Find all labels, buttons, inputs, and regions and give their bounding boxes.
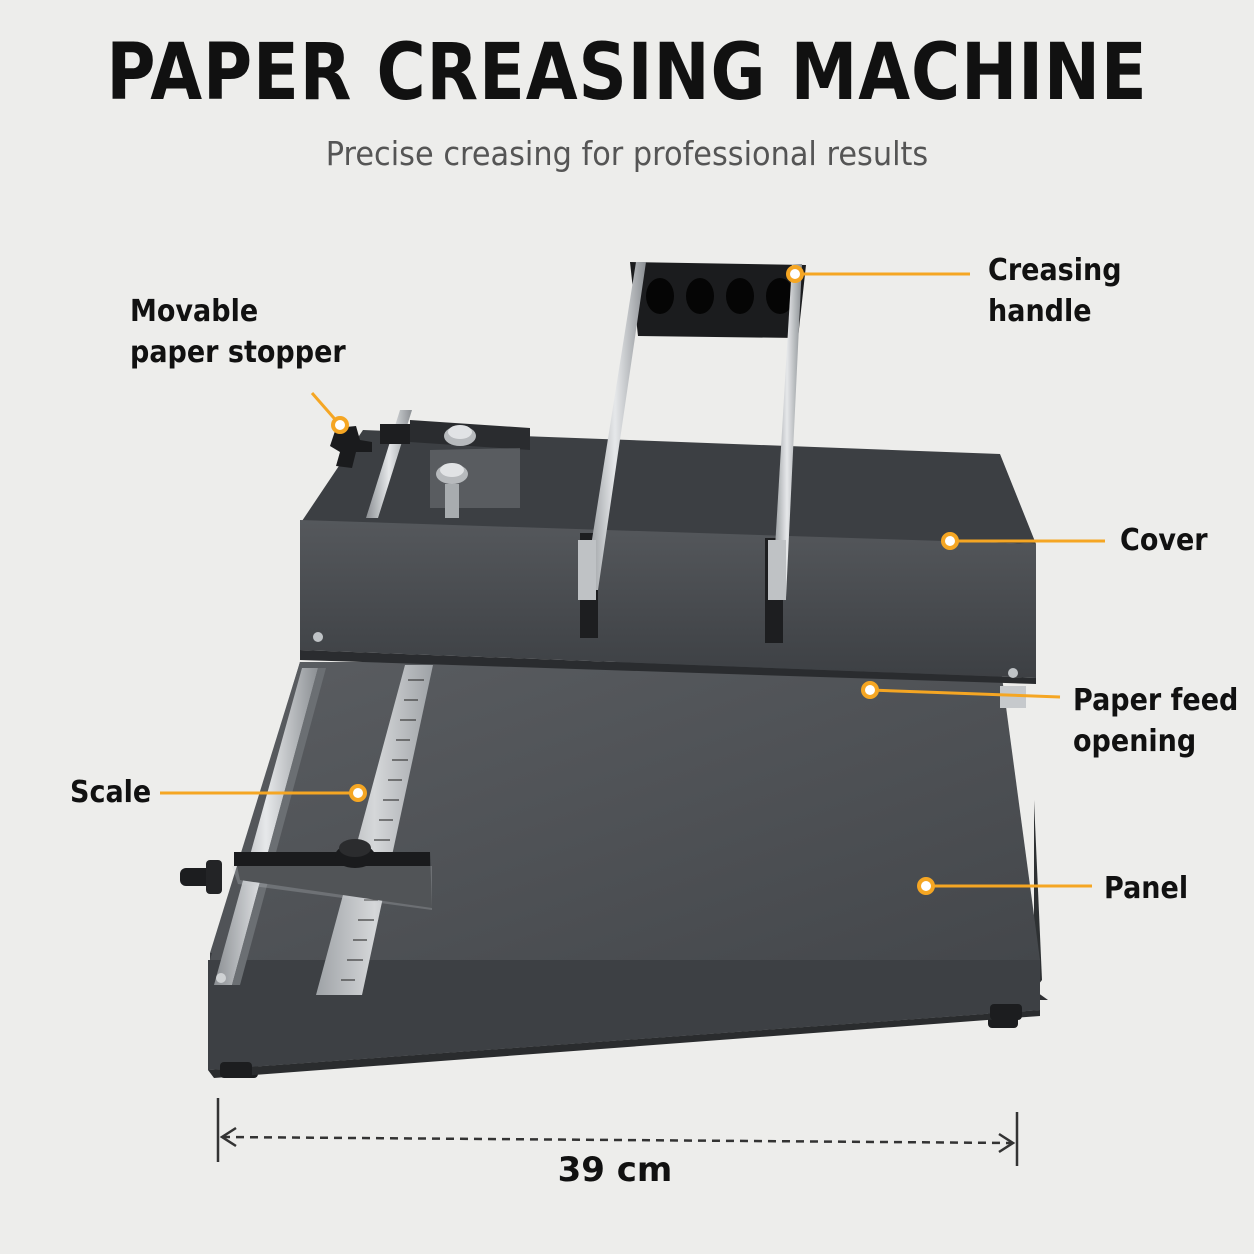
page-subtitle: Precise creasing for professional result… xyxy=(325,134,929,173)
label-paper-feed: Paper feed opening xyxy=(1073,683,1239,759)
stopper-wing-knob xyxy=(330,426,372,468)
top-stopper-assembly xyxy=(330,410,530,518)
side-guide-rail xyxy=(214,668,326,985)
dimension-label: 39 cm xyxy=(557,1150,673,1190)
label-panel: Panel xyxy=(1104,871,1189,906)
creasing-handle-assembly xyxy=(578,262,806,600)
label-scale: Scale xyxy=(70,775,152,810)
label-creasing-handle: Creasing handle xyxy=(988,253,1122,329)
cover xyxy=(300,430,1036,708)
scale-ruler xyxy=(316,665,433,995)
panel-stopper-bar xyxy=(180,839,432,910)
callout-lines xyxy=(160,272,1105,888)
callout-dots xyxy=(331,265,959,895)
label-paper-stopper: Movable paper stopper xyxy=(130,294,346,370)
handle-grip xyxy=(630,262,806,338)
width-dimension-line xyxy=(216,1098,1019,1166)
page-title: PAPER CREASING MACHINE xyxy=(106,28,1148,118)
label-cover: Cover xyxy=(1120,523,1208,558)
